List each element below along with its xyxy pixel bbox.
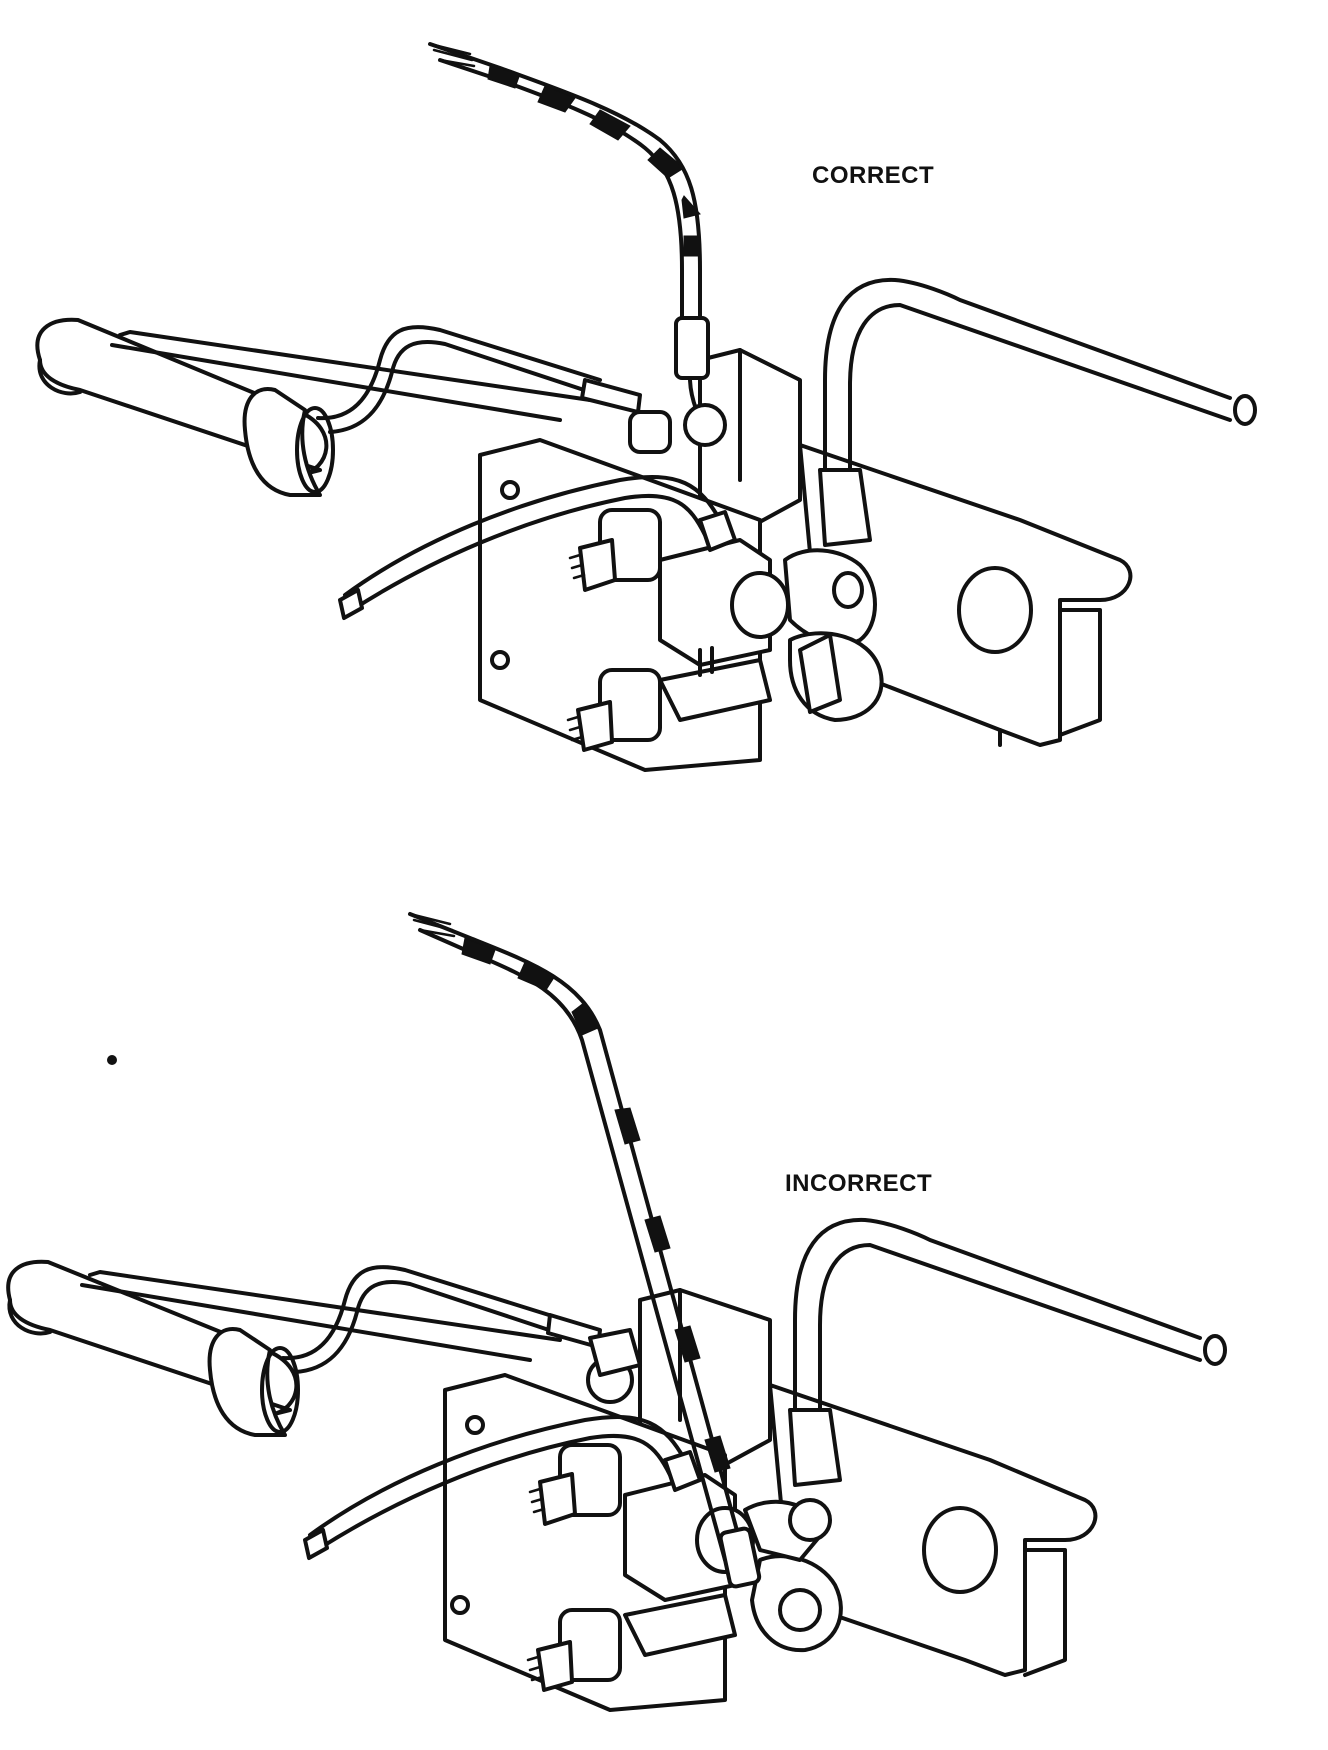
- terminal-stud-lower: [526, 1608, 622, 1692]
- switch-assembly-drawing: [6, 912, 1227, 1712]
- terminal-stud-upper: [568, 508, 662, 592]
- correct-label: CORRECT: [812, 162, 935, 189]
- terminal-stud-upper: [528, 1443, 622, 1526]
- terminal-stud-lower: [566, 668, 662, 752]
- incorrect-label: INCORRECT: [785, 1170, 933, 1197]
- correct-assembly-diagram: [35, 42, 1257, 772]
- incorrect-assembly-diagram: [6, 912, 1227, 1712]
- switch-assembly-drawing: [35, 42, 1257, 772]
